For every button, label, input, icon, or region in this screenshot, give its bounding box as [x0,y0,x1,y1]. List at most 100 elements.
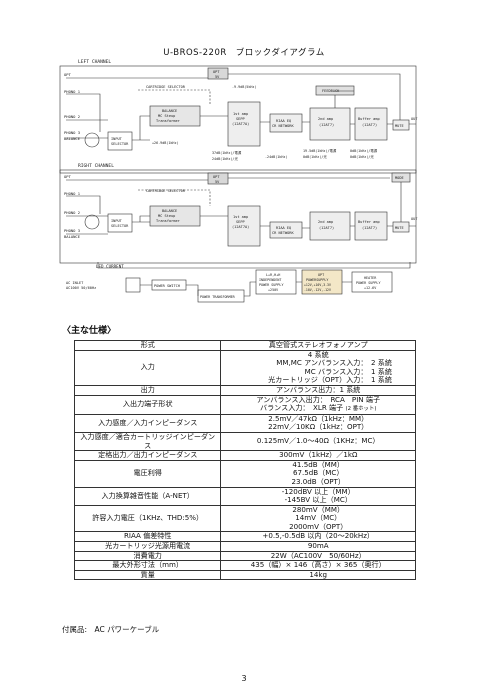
right-channel-label: RIGHT CHANNEL [78,163,114,169]
power-switch-label: POWER SWITCH [154,284,180,288]
spec-value-line: 4 系統 [307,349,329,359]
spec-value: 真空管式ステレオフォノアンプ [220,340,416,351]
left-input-selector-box [107,131,133,151]
spec-value: 300mV（1kHz）／1kΩ [220,450,416,461]
spec-label: 入力感度／入力インピーダンス [73,413,222,433]
spec-label: 入力感度／適合カートリッジインピーダンス [73,431,222,452]
spec-value: アンバランス入出力： RCA PIN 端子バランス入力： XLR 端子 (2 番… [220,394,416,415]
gain-g-label: 0dB(1kHz)/光 [350,154,374,159]
left-buffer-label-2: (12AT7) [362,123,377,127]
gain-d-label: 19.5dB(1kHz)/電源 [303,148,337,153]
spec-value-line: +0.5,-0.5dB 以内（20～20kHz） [262,531,375,541]
spec-value-line: 2.5mV／47kΩ（1kHz：MM） [268,413,369,423]
right-input-selector-label: INPUT [111,219,123,223]
specs-heading: 〈主な仕様〉 [62,326,117,336]
spec-value-line: 300mV（1kHz）／1kΩ [279,450,358,460]
right-input-selector-box [107,213,133,233]
spec-value: 41.5dB（MM）67.5dB（MC）23.0dB（OPT） [220,459,416,488]
left-riaa-label-2: CR NETWORK [272,124,294,128]
spec-value: -120dBV 以上（MM）-145BV 以上（MC） [220,486,416,506]
spec-value-line: アンバランス出力：1 系統 [276,384,361,394]
feedback-label: FEEDBACK [322,89,340,93]
spec-label: 出力 [73,384,222,396]
left-opt5v-label-2: 5V [215,75,220,79]
right-opt-5v-box [207,172,229,185]
spec-value-line: -145BV 以上（MC） [284,495,352,505]
heater-ps-label-2: POWER SUPPLY [356,281,381,285]
left-input-selector-label-2: SELECTOR [111,142,129,146]
left-opt-5v-box [207,67,229,80]
gain-mm-label: +26.9dB(1kHz) [152,141,179,145]
left-xlr-connector [84,132,100,148]
left-amp2-box [309,107,351,141]
left-amp1-label-1: 1st amp [233,112,248,116]
gain-c-label: -24dB(1kHz) [265,155,287,159]
spec-value: 14kg [220,569,416,581]
gain-e-label: 0dB(1kHz)/光 [303,154,327,159]
left-amp2-label-1: 2nd amp [318,117,333,121]
led-current-label: LED CURRENT [96,264,124,269]
right-xlr-connector [84,214,100,230]
right-phono1-label: PHONO 1 [64,191,81,196]
left-balance-box-label-2: MC Steup [158,114,175,118]
opt-ps-label-3: +12V,+10V,3.3V [304,283,331,287]
spec-label: 許容入力電圧（1KHz、THD:5%） [73,504,222,533]
right-riaa-label-1: RIAA EQ [276,226,291,230]
right-buffer-label-2: (12AT7) [362,226,377,230]
left-balance-box-label-3: Transformer [156,119,181,123]
left-balance-box-label-1: BALANCE [162,109,177,113]
spec-value-line: 41.5dB（MM） [292,459,345,469]
heater-ps-label-1: HEATER [364,276,377,280]
spec-value-line: アンバランス入出力： RCA PIN 端子 [256,394,381,404]
spec-value-line: 23.0dB（OPT） [291,476,345,486]
spec-label: 形式 [73,340,222,351]
left-mute-box [392,119,410,131]
spec-value-note: (2 番ホット) [345,406,377,413]
right-amp1-label-3: (12AT7A) [232,225,249,229]
right-amp2-label-1: 2nd amp [318,220,333,224]
spec-label: 入力換算雑音性能（A-NET） [73,486,222,506]
indep-ps-label-3: POWER SUPPLY [259,283,284,287]
spec-row: 最大外形寸法（mm）435（幅）× 146（高さ）× 365（奥行） [73,560,416,571]
right-opt5v-label-1: OPT [213,175,220,179]
right-balance-box-label-1: BALANCE [162,209,177,213]
left-input-selector-label: INPUT [111,137,123,141]
ac-inlet-label-2: AC100V 50/60Hz [66,286,96,290]
spec-label: 電圧利得 [73,459,222,488]
left-mute-label: MUTE [395,124,404,128]
spec-value: 90mA [220,541,416,552]
opt-ps-label-2: POWERSUPPLY [306,278,328,282]
right-riaa-box [269,221,303,239]
right-channel-frame [59,169,417,264]
block-diagram: LEFT CHANNEL OPT PHONO 1 PHONO 2 PHONO 3… [59,59,418,303]
gain-b-label: 24dB(1kHz)/光 [212,156,238,161]
right-amp1-box [227,205,261,247]
left-amp1-box [227,101,261,147]
spec-value-line: 14mV（MC） [295,513,342,523]
right-amp2-label-2: (12AT7) [319,226,334,230]
right-mute-label: MUTE [395,226,404,230]
spec-value: 2.5mV／47kΩ（1kHz：MM）22mV／10KΩ（1kHz：OPT） [220,413,416,433]
gain-f-label: 0dB(1kHz)/電源 [350,148,378,153]
left-channel-label: LEFT CHANNEL [78,59,111,65]
page-title: U-BROS-220R ブロックダイアグラム [163,48,325,58]
opt-ps-label-1: OPT [318,273,324,277]
spec-label: 入出力端子形状 [73,394,222,415]
left-opt-label: OPT [64,72,72,77]
left-phono3-label: PHONO 3 [64,130,80,135]
left-buffer-box [354,107,388,141]
spec-value-line: 22mV／10KΩ（1kHz：OPT） [268,422,369,432]
left-channel-frame [59,65,417,174]
spec-label: 最大外形寸法（mm） [73,560,222,571]
right-input-selector-label-2: SELECTOR [111,224,129,228]
spec-value-line: -120dBV 以上（MM） [281,486,355,496]
left-amp2-label-2: (12AT7) [319,123,334,127]
heater-ps-label-3: +12.6V [364,286,376,290]
right-out-label: OUT [411,217,418,221]
